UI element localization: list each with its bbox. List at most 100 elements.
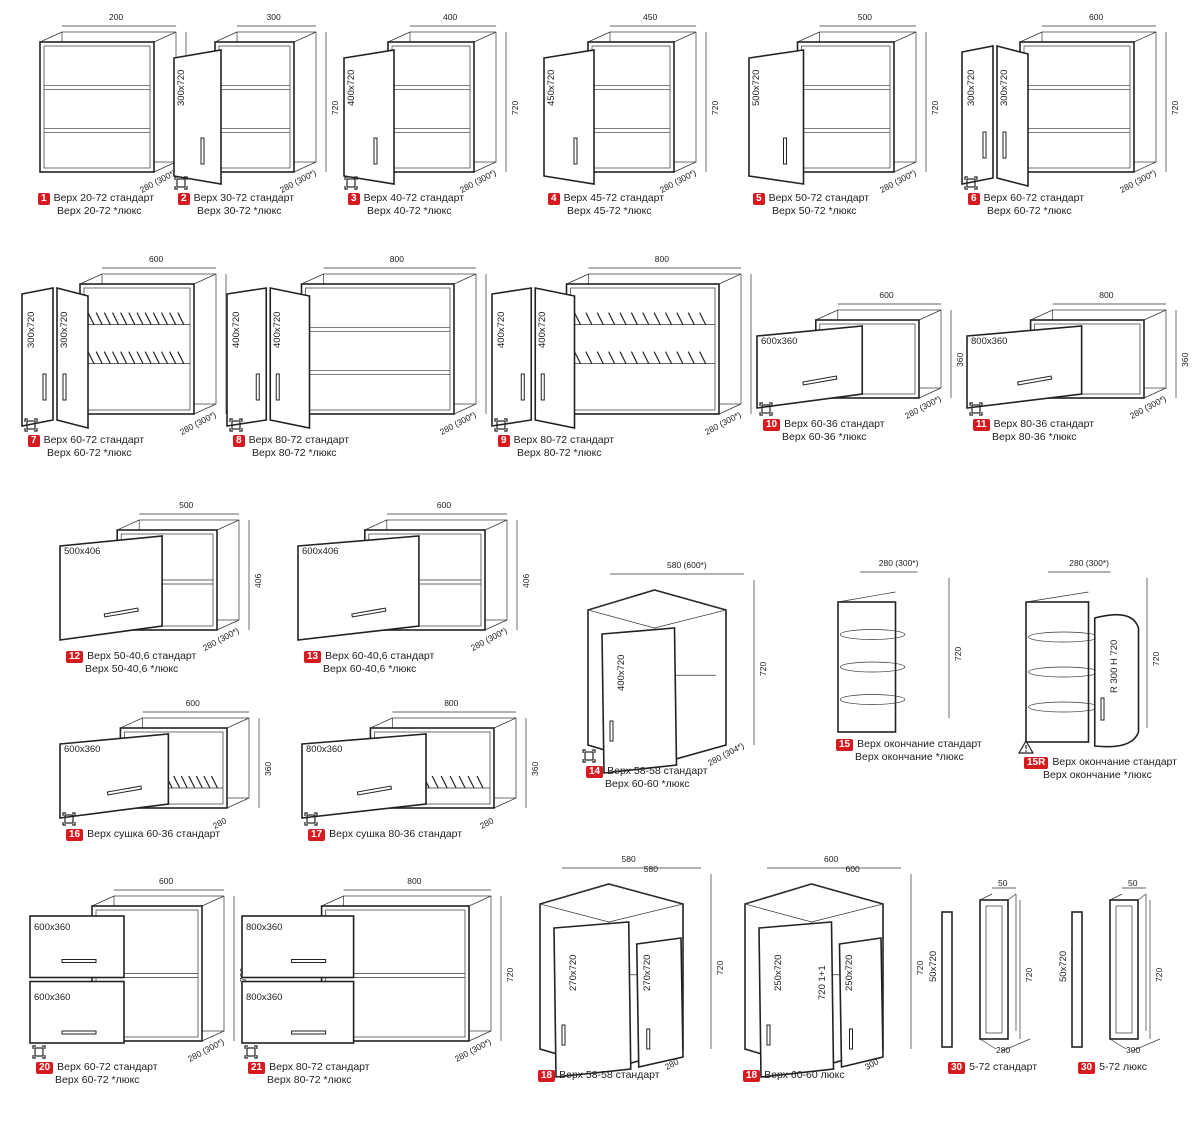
caption-line-2: Верх 80-36 *люкс bbox=[992, 431, 1077, 443]
height-dimension: 720 bbox=[1170, 100, 1180, 115]
caption-line-1: Верх 50-40,6 стандарт bbox=[87, 650, 197, 662]
cabinet-drawing bbox=[173, 25, 327, 185]
height-dimension: 720 bbox=[953, 646, 963, 661]
door-size-label: 500x720 bbox=[751, 69, 762, 106]
caption-line-1: Верх окончание стандарт bbox=[1052, 756, 1177, 768]
width-dimension: 800 bbox=[389, 254, 404, 264]
item-number-badge: 17 bbox=[308, 829, 326, 841]
height-dimension: 406 bbox=[521, 573, 531, 588]
height-dimension: 360 bbox=[1180, 352, 1190, 367]
caption-line-1: Верх 45-72 стандарт bbox=[563, 192, 665, 204]
item-number-badge: 14 bbox=[586, 766, 604, 778]
caption-line-1: Верх 20-72 стандарт bbox=[53, 192, 155, 204]
cabinet-drawing bbox=[837, 571, 950, 733]
assembly-icon bbox=[32, 1045, 46, 1059]
cabinet-drawing bbox=[941, 887, 1031, 1052]
caption-line-1: Верх 60-72 стандарт bbox=[43, 434, 145, 446]
item-number-badge: 2 bbox=[178, 193, 190, 205]
item-number-badge: 20 bbox=[36, 1062, 54, 1074]
width-dimension-2: 600 bbox=[845, 864, 860, 874]
width-dimension: 600 bbox=[149, 254, 164, 264]
item-number-badge: 18 bbox=[538, 1070, 556, 1082]
caption-line-2: Верх 45-72 *люкс bbox=[567, 205, 652, 217]
caption-line-2: Верх 20-72 *люкс bbox=[57, 205, 142, 217]
cabinet-drawing bbox=[343, 25, 507, 185]
door-size-label: 400x720 bbox=[537, 311, 549, 348]
door-size-label: 250x720 bbox=[843, 954, 855, 992]
mid-panel-label: 720 1+1 bbox=[816, 964, 828, 1000]
caption-line-2: Верх 80-72 *люкс bbox=[267, 1074, 352, 1086]
caption-line-1: Верх 80-72 стандарт bbox=[269, 1061, 370, 1073]
cabinet-drawing bbox=[1025, 571, 1148, 748]
item-number-badge: 30 bbox=[1078, 1062, 1096, 1074]
door-size-label: 800x360 bbox=[306, 744, 343, 755]
height-dimension: 720 bbox=[710, 100, 720, 115]
cabinet-drawing bbox=[226, 267, 487, 429]
item-number-badge: 3 bbox=[348, 193, 360, 205]
item-number-badge: 16 bbox=[66, 829, 84, 841]
caption-line-2: Верх 60-72 *люкс bbox=[987, 205, 1072, 217]
door-size-label: 270x720 bbox=[641, 954, 653, 992]
height-dimension: 720 bbox=[930, 100, 940, 115]
caption-line-2: Верх 60-72 *люкс bbox=[47, 447, 132, 459]
door-size-label: 600x360 bbox=[34, 922, 71, 933]
assembly-icon bbox=[229, 418, 243, 432]
caption-line-1: Верх 80-72 стандарт bbox=[513, 434, 615, 446]
cabinet-drawing bbox=[301, 711, 527, 819]
height-dimension: 720 bbox=[330, 100, 340, 115]
caption-line-2: Верх 30-72 *люкс bbox=[197, 205, 282, 217]
caption-line-2: Верх окончание *люкс bbox=[855, 751, 964, 763]
door-size-label: 600x406 bbox=[302, 546, 339, 557]
door-size-label: 300x720 bbox=[176, 69, 187, 106]
width-dimension-2: 580 bbox=[643, 864, 658, 874]
cabinet-drawing bbox=[241, 889, 502, 1044]
height-dimension: 720 bbox=[758, 661, 768, 676]
height-dimension: 406 bbox=[253, 573, 263, 588]
door-size-label: 800x360 bbox=[246, 991, 283, 1003]
assembly-icon bbox=[964, 176, 978, 190]
door-size-label: 50x720 bbox=[1058, 950, 1069, 982]
door-size-label: 300x720 bbox=[59, 311, 70, 348]
item-number-badge: 6 bbox=[968, 193, 980, 205]
caption-line-2: Верх окончание *люкс bbox=[1043, 769, 1152, 781]
door-size-label: 400x720 bbox=[231, 311, 242, 348]
assembly-icon bbox=[304, 812, 318, 826]
item-number-badge: 7 bbox=[28, 435, 40, 447]
caption-line-1: Верх окончание стандарт bbox=[857, 738, 982, 750]
caption-line-2: Верх 80-72 *люкс bbox=[252, 447, 337, 459]
assembly-icon bbox=[344, 176, 358, 190]
door-size-label: 300x720 bbox=[999, 69, 1010, 106]
cabinet-drawing bbox=[748, 25, 927, 185]
caption-line-2: Верх 80-72 *люкс bbox=[517, 447, 602, 459]
caption-line-1: Верх сушка 60-36 стандарт bbox=[87, 828, 221, 840]
caption-line-2: Верх 60-36 *люкс bbox=[782, 431, 867, 443]
caption-line-2: Верх 60-60 *люкс bbox=[605, 778, 690, 790]
item-number-badge: 13 bbox=[304, 651, 322, 663]
